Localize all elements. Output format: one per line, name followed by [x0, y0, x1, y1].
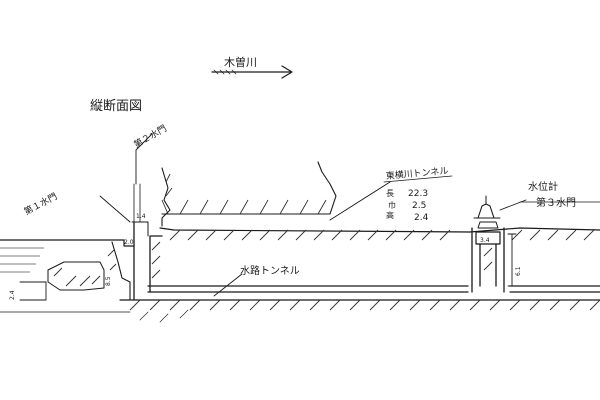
- river-water: [0, 247, 44, 273]
- water-gauge-tower: [473, 195, 501, 229]
- river-name: 木曽川: [224, 55, 257, 69]
- gate1-structure: [0, 239, 135, 313]
- dim-gate1-depth: 8.5: [105, 276, 112, 286]
- dim-gate2-head: 1.4: [136, 213, 146, 220]
- tunnel-height-label: 高: [386, 210, 394, 220]
- tunnel-length-label: 長: [386, 189, 394, 198]
- dim-gate2-top: 2.0: [124, 239, 134, 246]
- upper-ground-profile: [159, 227, 600, 241]
- waterway-tunnel: [119, 285, 600, 323]
- gate3-box: [471, 227, 517, 293]
- waterway-tunnel-label: 水路トンネル: [240, 264, 300, 277]
- tunnel-width-label: 巾: [388, 200, 396, 210]
- leader-lines: [99, 133, 527, 297]
- hill-profile: [161, 161, 337, 227]
- drawing-title: 縦断面図: [90, 99, 142, 114]
- dim-right-depth: 6.1: [515, 266, 522, 276]
- water-gauge-label: 水位計: [528, 180, 558, 193]
- east-bypass-tunnel-callout: 東横川トンネル 長 22.3 巾 2.5 高 2.4: [383, 165, 453, 223]
- gate3-label: 第３水門: [536, 196, 576, 209]
- flow-direction-arrow: [211, 65, 293, 79]
- gate1-label: 第１水門: [22, 190, 59, 218]
- gate2-label: 第２水門: [132, 122, 169, 150]
- tunnel-length-value: 22.3: [408, 189, 428, 199]
- water-gauge-callout: 水位計 第３水門: [519, 180, 600, 209]
- gate2-shaft: [131, 183, 163, 301]
- tunnel-height-value: 2.4: [414, 213, 429, 223]
- tunnel-width-value: 2.5: [412, 201, 426, 211]
- dim-right-box: 3.4: [480, 237, 490, 244]
- dim-gate1-side: 2.4: [9, 290, 16, 300]
